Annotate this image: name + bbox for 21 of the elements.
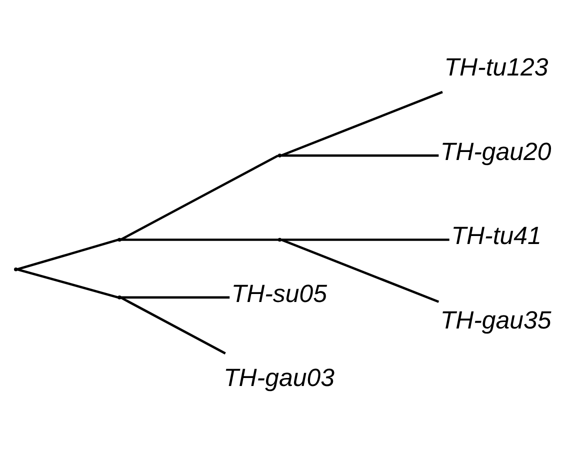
node-point <box>14 268 18 272</box>
connector <box>281 154 439 157</box>
node-point <box>278 154 282 158</box>
connector <box>120 296 230 299</box>
node-text: TH-gau35 <box>440 306 552 334</box>
node-text: TH-tu123 <box>444 54 548 82</box>
node-point <box>278 238 282 242</box>
node-text: TH-gau20 <box>440 138 552 166</box>
node-text: TH-gau03 <box>224 364 334 392</box>
connector <box>120 296 226 354</box>
connector <box>16 238 119 270</box>
connector <box>16 268 119 299</box>
node-text: TH-tu41 <box>451 222 542 250</box>
connector <box>281 238 440 303</box>
node-point <box>118 238 122 242</box>
connector <box>281 90 443 157</box>
connector <box>120 154 279 241</box>
connector <box>120 238 278 241</box>
node-text: TH-su05 <box>231 280 328 308</box>
connector <box>281 238 450 241</box>
node-point <box>118 296 122 300</box>
